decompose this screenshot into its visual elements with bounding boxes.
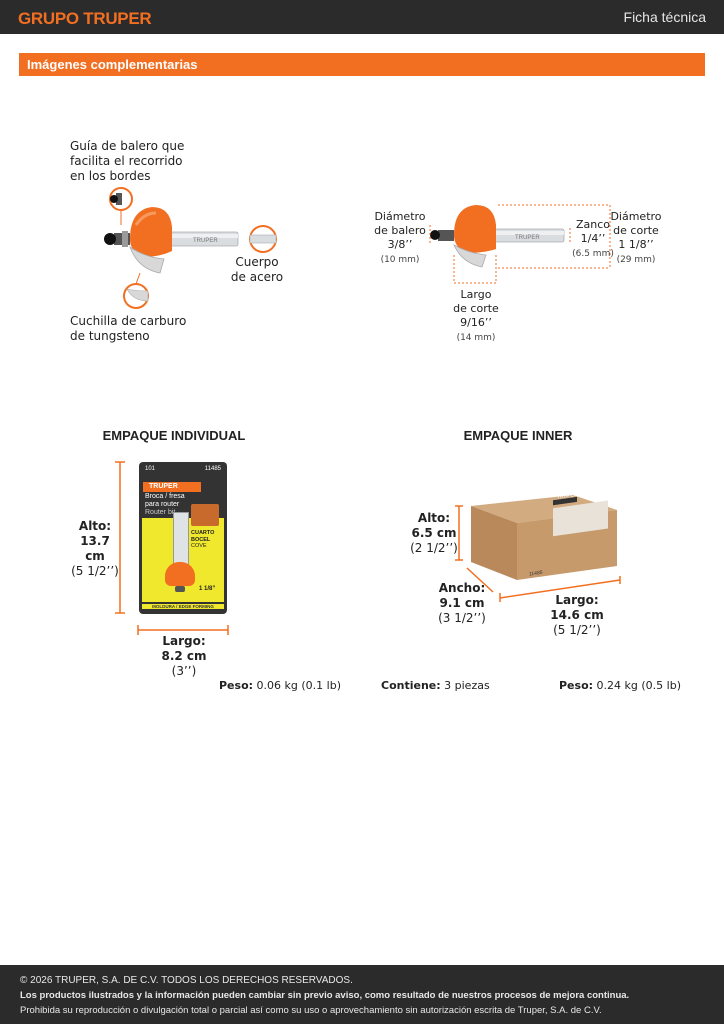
inner-length-label: Largo: 14.6 cm (5 1/2’’): [550, 593, 604, 637]
top-bar: GRUPO TRUPER Ficha técnica: [0, 0, 724, 34]
individual-weight: Peso: 0.06 kg (0.1 lb): [219, 679, 341, 692]
brand-logo: GRUPO TRUPER: [18, 9, 152, 28]
guide-bearing-label: Guía de balero que facilita el recorrido…: [70, 139, 185, 183]
card-product-name: Broca / fresa para router Router bit: [145, 493, 185, 516]
inner-width-label: Ancho: 9.1 cm (3 1/2’’): [438, 581, 486, 625]
footer-notice: Los productos ilustrados y la informació…: [20, 990, 630, 1001]
inner-package-heading: EMPAQUE INNER: [463, 428, 573, 443]
section-title: Imágenes complementarias: [27, 57, 198, 72]
card-bottom-text: MOLDURA / EDGE FORMING: [142, 604, 224, 609]
card-bearing: [175, 586, 185, 592]
steel-body-label: Cuerpo de acero: [230, 255, 284, 284]
footer: © 2026 TRUPER, S.A. DE C.V. TODOS LOS DE…: [0, 965, 724, 1024]
individual-package-heading: EMPAQUE INDIVIDUAL: [102, 428, 246, 443]
cutting-length-label: Largo de corte 9/16’’ (14 mm): [453, 288, 499, 343]
box-code: 11485: [529, 570, 543, 578]
blister-card: 101 11485 TRUPER Broca / fresa para rout…: [139, 462, 227, 614]
shank-diameter-label: Zanco 1/4’’ (6.5 mm): [572, 218, 614, 259]
card-brand: TRUPER: [149, 483, 178, 490]
inner-height-label: Alto: 6.5 cm (2 1/2’’): [410, 511, 458, 555]
individual-length-label: Largo: 8.2 cm (3’’): [161, 634, 207, 678]
box-brand: TRUPER: [557, 492, 578, 501]
card-profile-name: CUARTO BOCEL COVE: [191, 530, 215, 549]
inner-weight: Peso: 0.24 kg (0.5 lb): [559, 679, 681, 692]
router-bit-feature-illustration: TRUPER: [104, 187, 277, 309]
inner-contents: Contiene: 3 piezas: [381, 679, 490, 692]
section-header: Imágenes complementarias: [19, 53, 705, 76]
dim-bit-brand-text: TRUPER: [515, 235, 540, 241]
individual-package-dimension-lines: [115, 461, 229, 635]
footer-copyright: © 2026 TRUPER, S.A. DE C.V. TODOS LOS DE…: [20, 975, 353, 986]
router-bit-dimension-illustration: TRUPER: [429, 204, 611, 284]
bearing-diameter-label: Diámetro de balero 3/8’’ (10 mm): [374, 210, 426, 265]
footer-prohibition: Prohibida su reproducción o divulgación …: [20, 1005, 602, 1016]
card-brand-band: TRUPER: [143, 482, 201, 492]
individual-height-label: Alto: 13.7 cm (5 1/2’’): [71, 519, 119, 578]
inner-box-illustration: TRUPER 11485: [455, 492, 621, 602]
card-bit-head: [165, 562, 195, 586]
document-title: Ficha técnica: [623, 9, 706, 25]
card-profile-swatch: [191, 504, 219, 526]
cutting-diameter-label: Diámetro de corte 1 1/8’’ (29 mm): [610, 210, 662, 265]
card-code: 11485: [204, 466, 221, 472]
carbide-blade-label: Cuchilla de carburo de tungsteno: [70, 314, 187, 343]
card-size: 1 1/8’’: [199, 586, 216, 592]
bit-brand-text: TRUPER: [193, 238, 218, 244]
card-count: 101: [145, 466, 156, 472]
